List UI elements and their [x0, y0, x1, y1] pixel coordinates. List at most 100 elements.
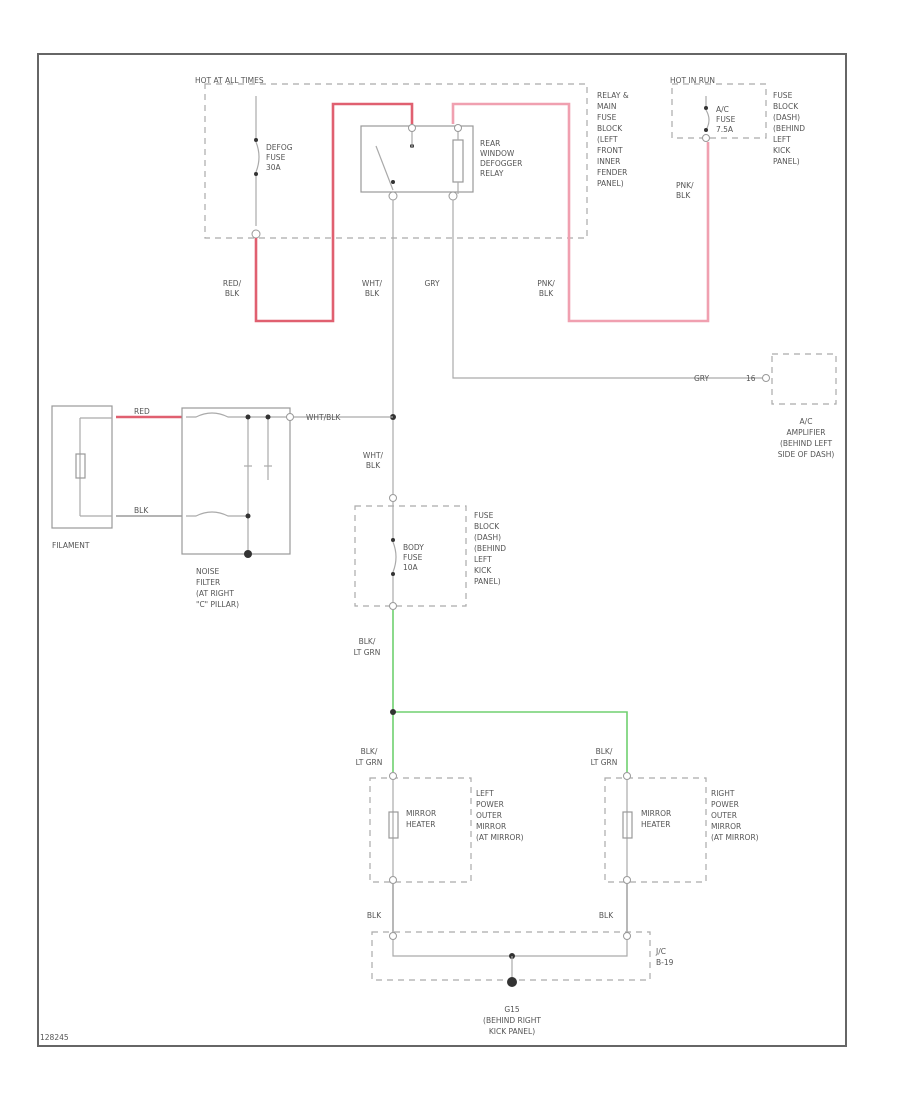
- wire-blk-ltgrn-mid-0: BLK/: [359, 637, 376, 646]
- rear-window-defogger-relay: [360, 124, 474, 201]
- defog-fuse-line-1: FUSE: [266, 153, 286, 162]
- relay-box-label-2: FUSE: [597, 113, 617, 122]
- wire-red-blk-1: BLK: [225, 289, 240, 298]
- ac-fuse-label-0: A/C: [716, 105, 729, 114]
- fuse-block-top-4: LEFT: [773, 135, 791, 144]
- wire-pnk-blk-bottom-1: BLK: [539, 289, 554, 298]
- defog-fuse-pin: [251, 229, 261, 239]
- red-blk-wire: [254, 102, 414, 323]
- jc-label-1: B-19: [656, 958, 674, 967]
- body-fuse-2: 10A: [403, 563, 419, 572]
- mirror-heater-right-1: HEATER: [641, 820, 670, 829]
- fuse-block-mid-0: FUSE: [474, 511, 494, 520]
- diagram-frame: [37, 53, 847, 1047]
- right-mirror-3: MIRROR: [711, 822, 741, 831]
- noise-filter-3: "C" PILLAR): [196, 600, 239, 609]
- left-mirror-2: OUTER: [476, 811, 502, 820]
- wire-gry-amp-label: GRY: [694, 374, 710, 383]
- noise-filter-2: (AT RIGHT: [196, 589, 234, 598]
- right-mirror-heater-element: [622, 811, 633, 839]
- fuse-block-top-1: BLOCK: [773, 102, 799, 111]
- relay-label-2: DEFOGGER: [480, 159, 522, 168]
- fuse-block-mid-3: (BEHIND: [474, 544, 506, 553]
- wire-blk-ltgrn-mid-1: LT GRN: [354, 648, 381, 657]
- noise-filter-box: [181, 407, 291, 555]
- ac-amplifier-1: AMPLIFIER: [787, 428, 826, 437]
- right-mirror-1: POWER: [711, 800, 739, 809]
- filament-element: [75, 453, 86, 479]
- wire-wht-blk-relay-1: BLK: [365, 289, 380, 298]
- wire-blk-left-label: BLK: [367, 911, 382, 920]
- ac-fuse-label-1: FUSE: [716, 115, 736, 124]
- fuse-block-mid-6: PANEL): [474, 577, 501, 586]
- figure-id: 128245: [40, 1033, 69, 1042]
- wire-blk-ltgrn-right-0: BLK/: [596, 747, 613, 756]
- right-mirror-0: RIGHT: [711, 789, 735, 798]
- fuse-block-mid-4: LEFT: [474, 555, 492, 564]
- wire-pnk-blk-top-1: BLK: [676, 191, 691, 200]
- amp-pin-label: 16: [746, 374, 756, 383]
- wire-wht-blk-filter-label: WHT/BLK: [306, 413, 341, 422]
- right-mirror-2: OUTER: [711, 811, 737, 820]
- relay-box-label-1: MAIN: [597, 102, 616, 111]
- relay-box-label-4: (LEFT: [597, 135, 618, 144]
- body-fuse-0: BODY: [403, 543, 424, 552]
- wire-wht-blk-mid-1: BLK: [366, 461, 381, 470]
- fuse-block-top-5: KICK: [773, 146, 791, 155]
- pnk-blk-wire: [451, 102, 710, 323]
- wire-pnk-blk-bottom-0: PNK/: [537, 279, 555, 288]
- ac-amplifier-0: A/C: [800, 417, 813, 426]
- ground-label-1: (BEHIND RIGHT: [483, 1016, 541, 1025]
- noise-filter-1: FILTER: [196, 578, 220, 587]
- mirror-heater-left-0: MIRROR: [406, 809, 436, 818]
- gry-wire: [452, 200, 766, 379]
- fuse-block-top-0: FUSE: [773, 91, 793, 100]
- defog-fuse-line-2: 30A: [266, 163, 282, 172]
- relay-label-1: WINDOW: [480, 149, 515, 158]
- wire-blk-ltgrn-left-1: LT GRN: [356, 758, 383, 767]
- ground-label-0: G15: [504, 1005, 520, 1014]
- fuse-block-mid-1: BLOCK: [474, 522, 500, 531]
- ac-amplifier-3: SIDE OF DASH): [778, 450, 835, 459]
- left-mirror-0: LEFT: [476, 789, 494, 798]
- relay-label-0: REAR: [480, 139, 500, 148]
- relay-box-label-0: RELAY &: [597, 91, 629, 100]
- wire-blk-ltgrn-left-0: BLK/: [361, 747, 378, 756]
- fuse-block-top-6: PANEL): [773, 157, 800, 166]
- ground-g15-icon: [507, 977, 517, 987]
- wire-wht-blk-mid-0: WHT/: [363, 451, 384, 460]
- ac-fuse-label-2: 7.5A: [716, 125, 734, 134]
- hot-at-all-times-label: HOT AT ALL TIMES: [195, 76, 264, 85]
- wire-blk-right-label: BLK: [599, 911, 614, 920]
- right-mirror-4: (AT MIRROR): [711, 833, 759, 842]
- left-mirror-1: POWER: [476, 800, 504, 809]
- filament-label: FILAMENT: [52, 541, 90, 550]
- wire-wht-blk-relay-0: WHT/: [362, 279, 383, 288]
- right-mirror-outline: [604, 777, 707, 883]
- blk-ltgrn-wire: [392, 610, 628, 772]
- wire-blk-filament-label: BLK: [134, 506, 149, 515]
- fuse-block-mid-2: (DASH): [474, 533, 501, 542]
- jc-label-0: J/C: [655, 947, 666, 956]
- defog-fuse: [251, 96, 261, 239]
- relay-box-label-6: INNER: [597, 157, 620, 166]
- ac-amplifier-outline: [771, 353, 837, 405]
- fuse-block-mid-outline: [354, 505, 467, 607]
- left-mirror-4: (AT MIRROR): [476, 833, 524, 842]
- wire-red-blk-0: RED/: [223, 279, 242, 288]
- relay-box-label-7: FENDER: [597, 168, 627, 177]
- left-mirror-outline: [369, 777, 472, 883]
- relay-box-label-8: PANEL): [597, 179, 624, 188]
- body-fuse-1: FUSE: [403, 553, 423, 562]
- ground-label-2: KICK PANEL): [489, 1027, 535, 1036]
- fuse-block-mid-5: KICK: [474, 566, 492, 575]
- left-mirror-3: MIRROR: [476, 822, 506, 831]
- splice-node-green: [390, 709, 396, 715]
- mirror-heater-right-0: MIRROR: [641, 809, 671, 818]
- wire-pnk-blk-top-0: PNK/: [676, 181, 694, 190]
- left-mirror-heater-element: [388, 811, 399, 839]
- relay-box-label-5: FRONT: [597, 146, 623, 155]
- ac-fuse: [702, 96, 710, 142]
- wire-red-filament-label: RED: [134, 407, 150, 416]
